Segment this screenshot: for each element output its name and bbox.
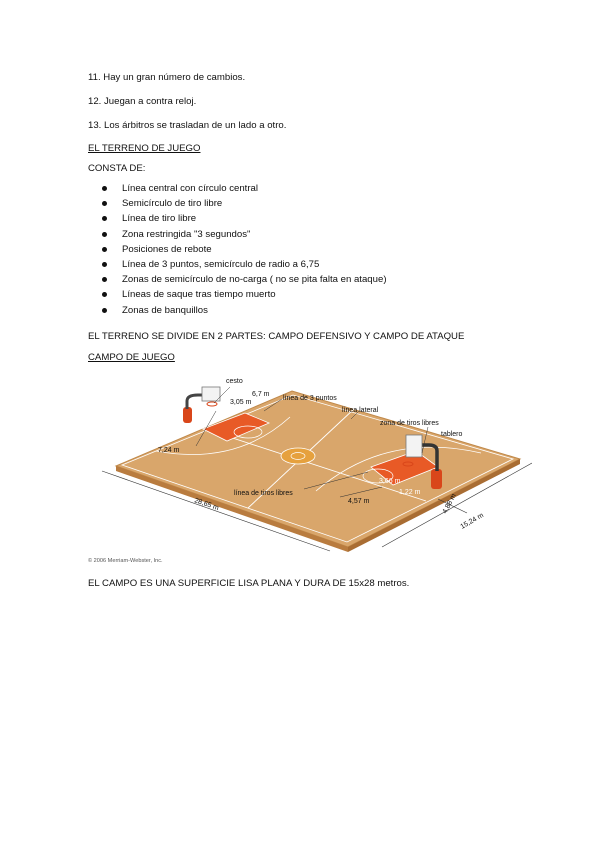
hoop-left — [206, 401, 218, 407]
pole-left — [183, 407, 192, 423]
three-point-arc-right — [315, 446, 482, 492]
label-3-05m: 3,05 m — [230, 399, 252, 406]
dimension-line-488 — [437, 498, 468, 514]
leader-linea-3 — [263, 398, 283, 412]
label-6-7m: 6,7 m — [252, 391, 270, 398]
bullet-dot — [102, 216, 107, 222]
court-diagram: cesto 6,7 m 3,05 m línea de 3 puntos lín… — [88, 378, 532, 564]
three-point-arc-left — [155, 416, 291, 455]
label-15-24m: 15,24 m — [460, 512, 486, 531]
figure-copyright: © 2006 Merriam-Webster, Inc. — [88, 557, 163, 564]
label-4-57m: 4,57 m — [348, 498, 370, 505]
leader-724 — [195, 410, 217, 447]
section-title: EL TERRENO DE JUEGO — [88, 143, 201, 154]
center-circle — [280, 447, 316, 465]
court-floor-edge — [348, 459, 520, 552]
backboard-left — [201, 386, 221, 402]
center-line — [207, 429, 427, 502]
label-1-22m: 1,22 m — [399, 489, 421, 496]
bullet-dot — [102, 201, 107, 207]
intro-line-13: 13. Los árbitros se trasladan de un lado… — [88, 120, 287, 131]
intro-line-11: 11. Hay un gran número de cambios. — [88, 72, 246, 83]
list-item: Línea central con círculo central — [88, 183, 387, 198]
label-cesto: cesto — [226, 378, 243, 385]
label-linea-tiros-libres: línea de tiros libres — [234, 490, 293, 497]
consta-label: CONSTA DE: — [88, 163, 146, 174]
list-item: Línea de tiro libre — [88, 213, 387, 228]
pole-right — [431, 469, 442, 489]
bullet-dot — [102, 231, 107, 237]
leader-linea-tiros — [303, 471, 369, 490]
free-throw-circle-left — [233, 425, 263, 439]
court-floor-edge — [116, 466, 348, 552]
label-linea-lateral: línea lateral — [342, 407, 379, 414]
bullet-dot — [102, 277, 107, 283]
center-circle-inner — [290, 452, 306, 460]
footer-text: EL CAMPO ES UNA SUPERFICIE LISA PLANA Y … — [88, 578, 410, 589]
label-tablero: tablero — [441, 431, 463, 438]
list-item: Líneas de saque tras tiempo muerto — [88, 289, 387, 304]
leader-lateral — [350, 410, 360, 420]
arm-left — [185, 393, 206, 409]
paint-left — [202, 412, 271, 442]
divide-text: EL TERRENO SE DIVIDE EN 2 PARTES: CAMPO … — [88, 331, 465, 342]
list-item: Línea de 3 puntos, semicírculo de radio … — [88, 259, 387, 274]
bullet-dot — [102, 292, 107, 298]
label-7-24m: 7,24 m — [158, 447, 180, 454]
list-item: Semicírculo de tiro libre — [88, 198, 387, 213]
label-3-66m: 3,66 m — [379, 478, 401, 485]
intro-line-12: 12. Juegan a contra reloj. — [88, 96, 197, 107]
label-linea-3-puntos: línea de 3 puntos — [283, 395, 337, 402]
list-item: Zonas de banquillos — [88, 305, 387, 320]
arm-right — [421, 443, 439, 471]
bullet-dot — [102, 307, 107, 313]
backboard-right — [405, 434, 423, 458]
list-item: Posiciones de rebote — [88, 244, 387, 259]
free-throw-circle-right — [362, 468, 394, 484]
label-zona-tiros-libres: zona de tiros libres — [380, 420, 439, 427]
bullet-dot — [102, 246, 107, 252]
bullet-dot — [102, 186, 107, 191]
hoop-right — [402, 461, 414, 467]
campo-title: CAMPO DE JUEGO — [88, 352, 175, 363]
elements-list: Línea central con círculo central Semicí… — [88, 183, 387, 320]
dimension-line-width — [381, 462, 532, 548]
leader-cesto — [213, 386, 231, 404]
list-item: Zona restringida "3 segundos" — [88, 229, 387, 244]
leader-zona-tiros — [421, 426, 429, 454]
bullet-dot — [102, 261, 107, 267]
dimension-line-length — [101, 470, 331, 552]
dimension-line-457 — [339, 486, 383, 498]
list-item: Zonas de semicírculo de no-carga ( no se… — [88, 274, 387, 289]
